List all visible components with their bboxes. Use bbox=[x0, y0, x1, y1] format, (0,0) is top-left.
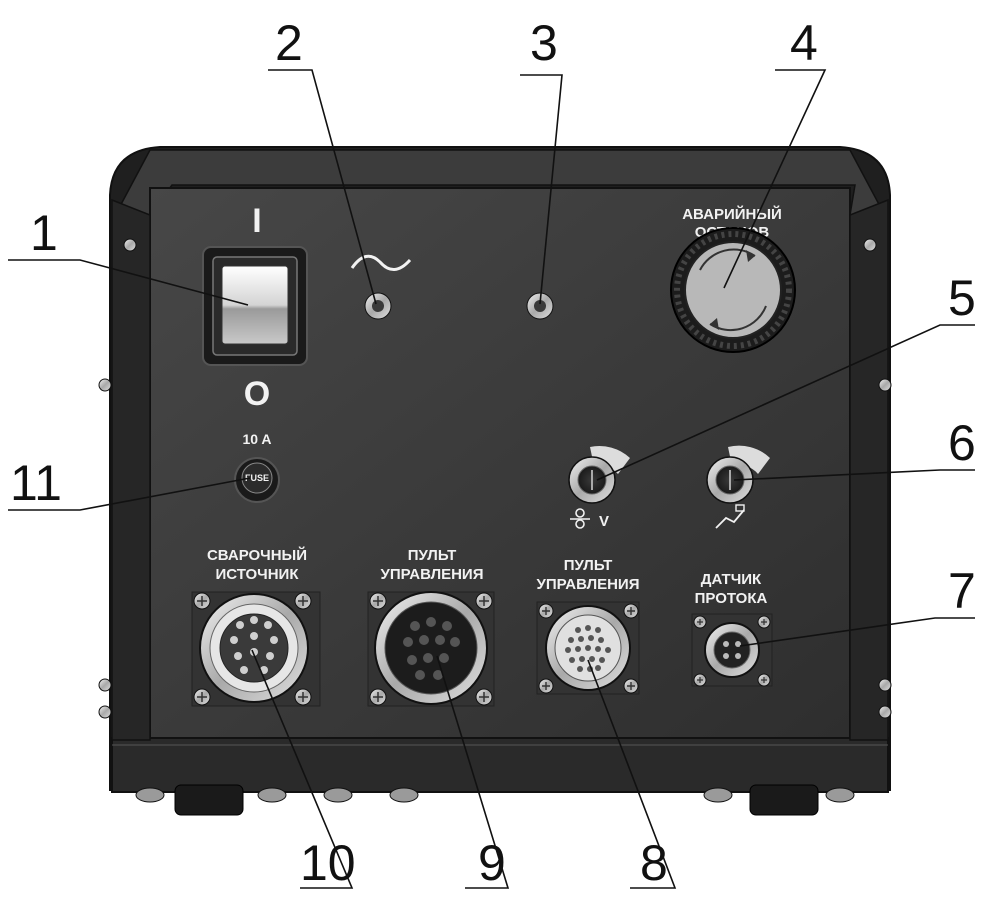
emergency-stop-label-1: АВАРИЙНЫЙ bbox=[682, 205, 782, 223]
mains-symbol-icon bbox=[350, 254, 412, 271]
status-indicator bbox=[526, 292, 554, 320]
callout-3: 3 bbox=[530, 15, 558, 71]
leader-lines bbox=[8, 69, 975, 889]
emergency-stop[interactable]: АВАРИЙНЫЙ ОСТАНОВ bbox=[670, 205, 796, 353]
welding-source-label-2: ИСТОЧНИК bbox=[215, 566, 299, 583]
flow-sensor-connector[interactable]: ДАТЧИК ПРОТОКА bbox=[691, 571, 773, 687]
callout-11: 11 bbox=[10, 455, 62, 511]
rocker-switch[interactable] bbox=[221, 265, 289, 345]
gas-flow-knob[interactable] bbox=[706, 445, 770, 529]
power-switch[interactable]: I O bbox=[202, 202, 308, 413]
callout-2: 2 bbox=[275, 15, 303, 71]
callout-9: 9 bbox=[478, 835, 506, 891]
callout-7: 7 bbox=[948, 563, 976, 619]
control-panel-connector-large[interactable]: ПУЛЬТ УПРАВЛЕНИЯ bbox=[367, 547, 495, 707]
fuse-holder[interactable]: 10 A FUSE bbox=[234, 431, 280, 503]
housing-bottom-lip bbox=[111, 737, 889, 793]
callout-4: 4 bbox=[790, 15, 818, 71]
welding-source-connector[interactable]: СВАРОЧНЫЙ ИСТОЧНИК bbox=[191, 546, 321, 707]
fan-speed-knob[interactable]: V bbox=[568, 446, 630, 530]
foot-left bbox=[174, 784, 244, 816]
fan-voltage-label: V bbox=[599, 513, 609, 530]
callout-5: 5 bbox=[948, 270, 976, 326]
welding-source-label-1: СВАРОЧНЫЙ bbox=[207, 546, 307, 564]
callout-6: 6 bbox=[948, 415, 976, 471]
mains-indicator bbox=[350, 254, 412, 320]
switch-on-mark: I bbox=[252, 202, 261, 240]
flow-sensor-label-1: ДАТЧИК bbox=[701, 571, 762, 588]
callout-8: 8 bbox=[640, 835, 668, 891]
fuse-rating-label: 10 A bbox=[242, 431, 271, 447]
control-panel-2-label-1: ПУЛЬТ bbox=[564, 557, 613, 574]
torch-icon bbox=[715, 504, 745, 529]
fan-icon bbox=[570, 508, 590, 529]
fuse-text: FUSE bbox=[245, 473, 269, 483]
control-panel-1-label-1: ПУЛЬТ bbox=[408, 547, 457, 564]
control-panel-connector-small[interactable]: ПУЛЬТ УПРАВЛЕНИЯ bbox=[536, 557, 640, 695]
foot-right bbox=[749, 784, 819, 816]
callout-10: 10 bbox=[300, 835, 356, 891]
control-panel-2-label-2: УПРАВЛЕНИЯ bbox=[536, 576, 639, 593]
switch-off-mark: O bbox=[244, 375, 270, 413]
flow-sensor-label-2: ПРОТОКА bbox=[695, 590, 768, 607]
callout-numbers: 1 2 3 4 5 6 7 8 9 10 11 bbox=[10, 15, 976, 891]
control-panel-1-label-2: УПРАВЛЕНИЯ bbox=[380, 566, 483, 583]
callout-1: 1 bbox=[30, 205, 58, 261]
